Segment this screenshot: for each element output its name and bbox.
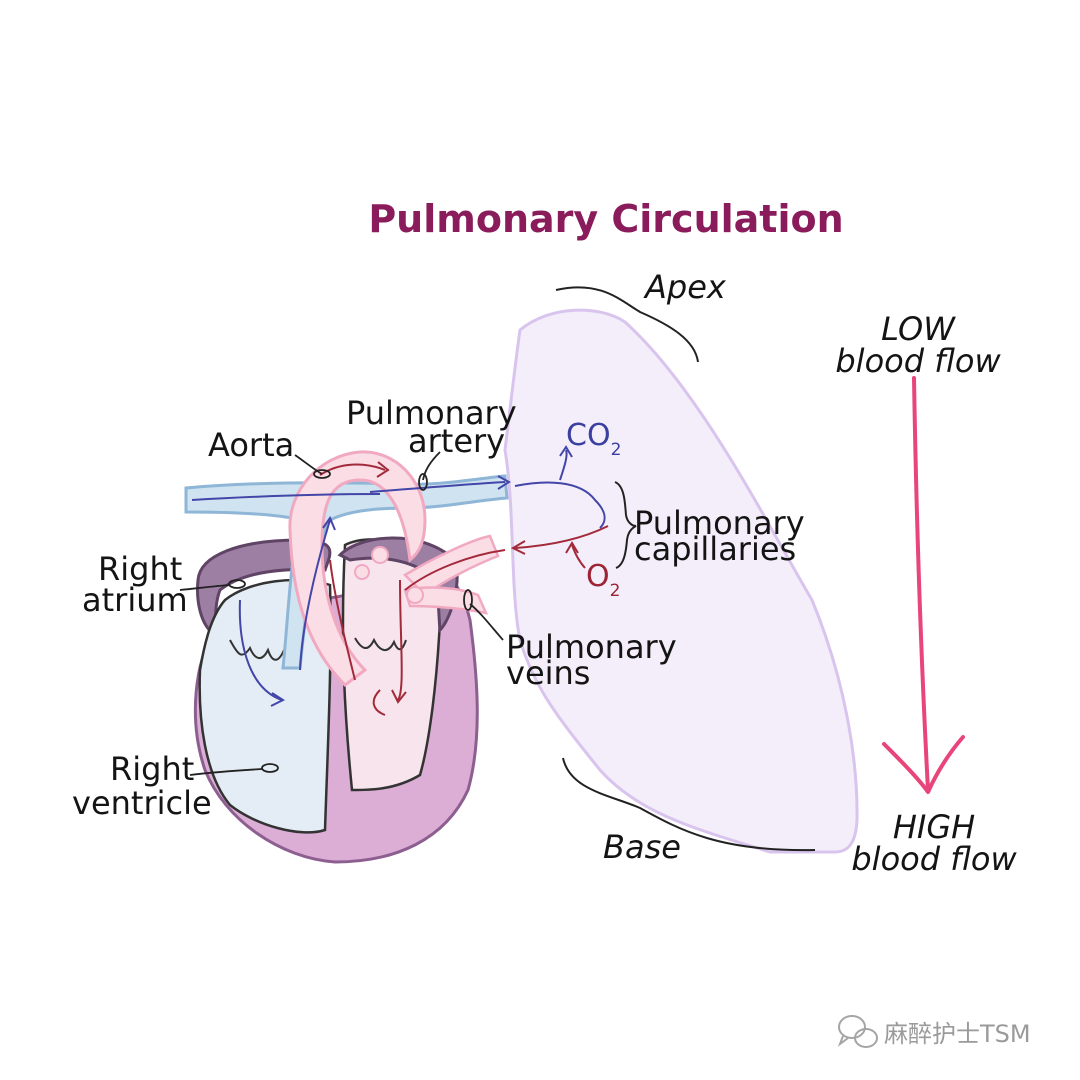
base-label: Base	[603, 828, 681, 866]
pulmonary-veins	[402, 534, 500, 597]
right-ventricle-label-line2: ventricle	[72, 784, 212, 822]
diagram-title: Pulmonary Circulation	[368, 197, 843, 241]
aorta-label: Aorta	[208, 426, 294, 464]
pulmonary-capillaries-label-line2: capillaries	[634, 530, 796, 568]
pulmonary-artery-label-line1: Pulmonary	[346, 394, 517, 432]
apex-bracket	[555, 286, 699, 363]
co2-label: CO2	[566, 418, 621, 460]
watermark-text: 麻醉护士TSM	[884, 1020, 1031, 1048]
base-bracket	[562, 757, 816, 852]
right-ventricle-label-line1: Right	[110, 750, 194, 788]
right-atrium-label-line1: Right	[98, 550, 182, 588]
apex-label: Apex	[643, 268, 727, 306]
vein-opening	[371, 546, 389, 564]
pulmonary-capillaries-label-line1: Pulmonary	[634, 504, 805, 542]
tricuspid-valve	[229, 639, 285, 661]
oxygenated-flow-arrows	[319, 461, 609, 716]
pulmonary-veins-label-line1: Pulmonary	[506, 628, 677, 666]
high-label-line2: blood flow	[851, 840, 1017, 878]
pulmonary-veins-label-line2: veins	[506, 654, 590, 692]
right-atrium-label-line2: atrium	[82, 581, 188, 619]
wechat-icon	[837, 1015, 878, 1048]
low-label-line2: blood flow	[835, 342, 1001, 380]
aorta	[288, 450, 427, 687]
down-arrow-icon	[882, 376, 965, 794]
deoxygenated-flow-arrows	[191, 445, 606, 707]
mitral-valve	[354, 637, 407, 651]
lung	[503, 308, 859, 854]
capillaries-bracket	[614, 481, 637, 569]
high-label-line1: HIGH	[893, 808, 975, 846]
callout-lines	[179, 451, 504, 776]
low-label-line1: LOW	[881, 310, 956, 348]
o2-label: O2	[586, 559, 620, 601]
pulmonary-artery-label-line2: artery	[408, 422, 505, 460]
vein-opening	[406, 586, 424, 604]
vein-opening	[354, 564, 370, 580]
